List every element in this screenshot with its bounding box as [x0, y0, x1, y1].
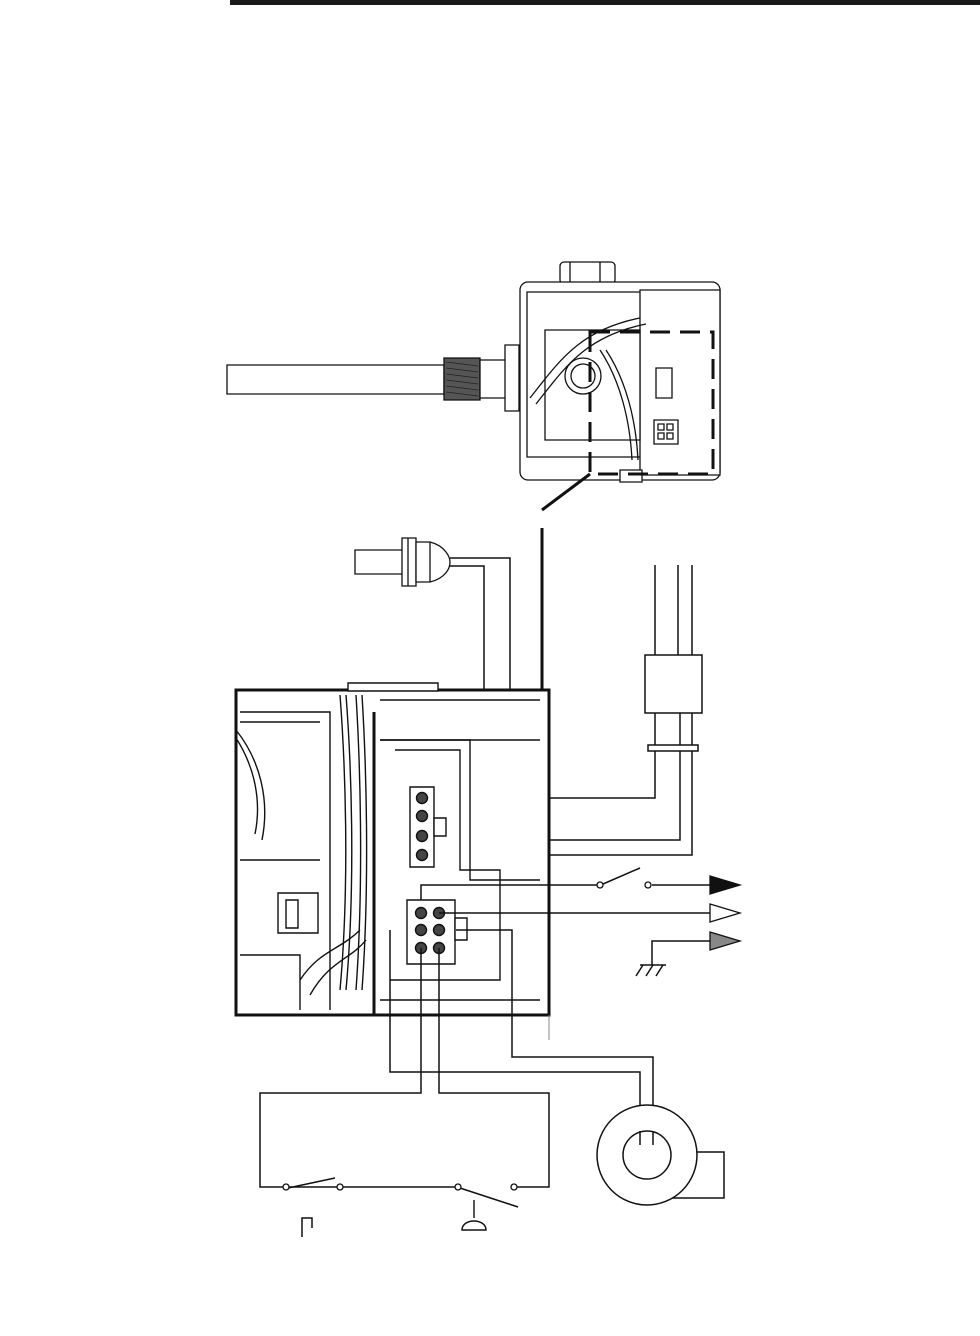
control-module-detail [236, 683, 549, 1015]
limit-switch-contact-a [283, 1184, 289, 1190]
pressure-switch-contact-a [455, 1184, 461, 1190]
thermostat-probe-tube [227, 365, 444, 394]
limit-switch-contact-b [337, 1184, 343, 1190]
switch-contact-b [645, 882, 651, 888]
blower-motor-icon [597, 1105, 724, 1205]
pressure-switch-contact-b [511, 1184, 517, 1190]
module-frame [236, 690, 549, 1015]
pressure-switch-actuator-icon [462, 1200, 486, 1230]
arrow-solid-icon [710, 876, 740, 894]
gas-valve-icon [227, 262, 720, 482]
arrow-gray-icon [710, 932, 740, 950]
arrow-open-icon [710, 904, 740, 922]
thermocouple-plug-icon [355, 538, 450, 586]
switch-contact-a [597, 882, 603, 888]
ground-symbol-icon [636, 965, 666, 976]
header-rule [230, 0, 980, 5]
